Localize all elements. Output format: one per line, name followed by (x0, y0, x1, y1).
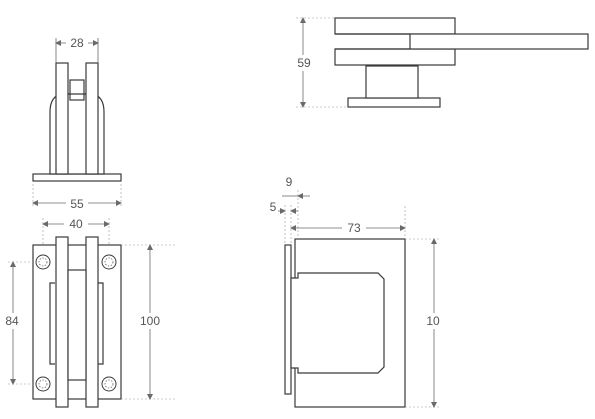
dim-40-label: 40 (69, 217, 83, 231)
plate-slot-right (98, 282, 104, 365)
top-view: 59 (292, 17, 589, 108)
hole-bottom-right-ring (104, 379, 114, 389)
top-blade-upper (334, 17, 456, 35)
dim-100-bg (136, 313, 164, 329)
dim-5-label: 5 (270, 200, 277, 214)
hole-top-right (101, 254, 117, 270)
dim-59-bg (292, 55, 316, 71)
dim-9-label: 9 (286, 175, 293, 189)
top-base-plate (347, 97, 441, 108)
front-view: 28 55 (32, 36, 122, 211)
dim-28-bg (66, 36, 88, 50)
dim-73-label: 73 (347, 221, 361, 235)
dim-40-bg (64, 217, 88, 231)
hole-bottom-right (101, 376, 117, 392)
front-blade-right (85, 62, 99, 175)
top-blade-lower (334, 48, 456, 66)
dim-55-bg (66, 197, 88, 211)
dim-55-label: 55 (70, 197, 84, 211)
plate-blade-right (85, 236, 99, 408)
dim-84-bg (2, 313, 24, 329)
hole-top-left (35, 254, 51, 270)
dim-84-label: 84 (5, 314, 19, 328)
front-center-block (69, 79, 85, 101)
dim-28-label: 28 (70, 36, 84, 50)
dim-59-label: 59 (297, 56, 311, 70)
dim-10-bg (422, 313, 446, 329)
dim-100-label: 100 (140, 314, 160, 328)
hole-top-right-ring (104, 257, 114, 267)
top-glass-panel (409, 33, 589, 50)
front-blade-left (55, 62, 69, 175)
hole-bottom-left (35, 376, 51, 392)
plate-view: 40 84 100 (2, 217, 175, 408)
dim-73-bg (342, 221, 366, 235)
dim-10-label: 10 (426, 314, 440, 328)
front-base-plate (32, 173, 122, 182)
hole-top-left-ring (38, 257, 48, 267)
plate-center (67, 269, 87, 381)
side-view: 9 5 73 10 (270, 175, 446, 408)
top-stem (365, 65, 419, 99)
plate-slot-left (49, 282, 55, 365)
hole-bottom-left-ring (38, 379, 48, 389)
side-inner-profile (290, 272, 385, 374)
plate-blade-left (55, 236, 69, 408)
side-wall-plate (284, 244, 292, 395)
